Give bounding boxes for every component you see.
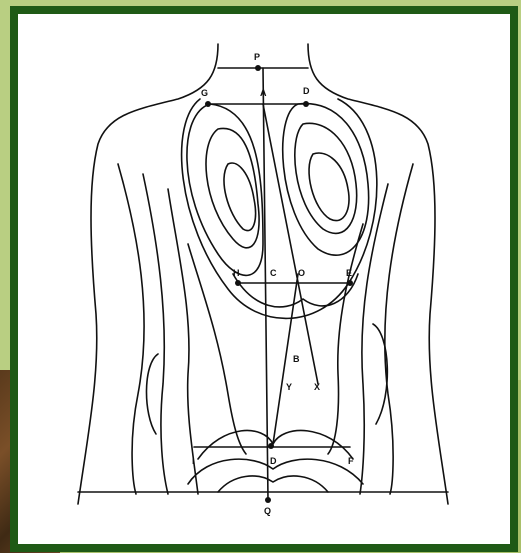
label-A: A bbox=[260, 88, 267, 98]
point-H bbox=[235, 280, 241, 286]
waist-bulge-left bbox=[146, 354, 158, 434]
diagram-frame: P G A D H C O E B Y X I D F Q bbox=[10, 6, 518, 552]
label-O: O bbox=[298, 268, 305, 278]
label-D-lower: D bbox=[270, 456, 277, 466]
lumbar-contour-3 bbox=[218, 476, 328, 492]
label-G: G bbox=[201, 88, 208, 98]
label-H: H bbox=[233, 268, 240, 278]
point-P bbox=[255, 65, 261, 71]
body-outline-right bbox=[308, 44, 448, 504]
lumbar-contour-1 bbox=[198, 430, 353, 459]
point-E bbox=[347, 280, 353, 286]
label-B: B bbox=[293, 354, 300, 364]
contour-left-inner bbox=[224, 163, 256, 231]
flow-left-3 bbox=[168, 189, 198, 494]
point-Q bbox=[265, 497, 271, 503]
label-Y: Y bbox=[286, 382, 292, 392]
label-P: P bbox=[254, 52, 260, 62]
point-D bbox=[303, 101, 309, 107]
label-Q: Q bbox=[264, 506, 271, 516]
label-X: X bbox=[314, 382, 320, 392]
contour-right-mid bbox=[295, 123, 357, 233]
contour-right-inner bbox=[309, 153, 349, 221]
label-C: C bbox=[270, 268, 277, 278]
label-F: F bbox=[348, 456, 354, 466]
flow-right-1 bbox=[385, 164, 413, 494]
point-G bbox=[205, 101, 211, 107]
point-B bbox=[268, 443, 274, 449]
flow-left-1 bbox=[118, 164, 144, 494]
flow-left-2 bbox=[143, 174, 168, 494]
back-contour-diagram: P G A D H C O E B Y X I D F Q bbox=[18, 14, 510, 544]
label-D-upper: D bbox=[303, 86, 310, 96]
label-E: E bbox=[346, 268, 352, 278]
flow-right-3 bbox=[328, 224, 363, 454]
line-A-X bbox=[263, 104, 318, 384]
label-I: I bbox=[192, 456, 195, 466]
